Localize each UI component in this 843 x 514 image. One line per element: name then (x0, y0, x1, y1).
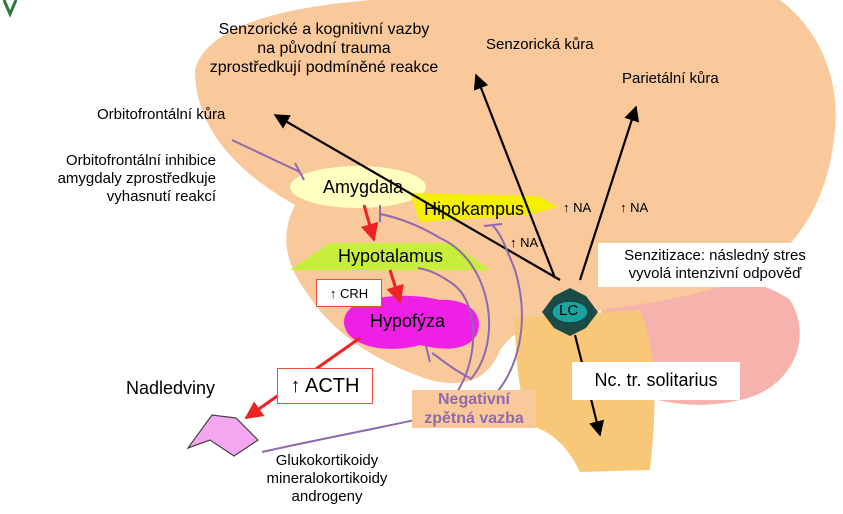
label-hormones: Glukokortikoidy mineralokortikoidy andro… (252, 452, 402, 506)
label-na-lower: ↑ NA (510, 235, 538, 251)
label-orbitofrontal-inhibition: Orbitofrontální inhibice amygdaly zprost… (20, 152, 216, 206)
label-sensory-cortex: Senzorická kůra (486, 36, 594, 54)
label-lc: LC (559, 302, 578, 320)
label-orbitofrontal-cortex: Orbitofrontální kůra (97, 106, 225, 124)
label-amygdala: Amygdala (323, 177, 403, 199)
label-hippocampus: Hipokampus (424, 199, 524, 221)
label-na-parietal: ↑ NA (620, 200, 648, 216)
label-solitarius: Nc. tr. solitarius (594, 370, 717, 392)
label-negative-feedback: Negativní zpětná vazba (412, 390, 536, 428)
label-adrenals: Nadledviny (126, 378, 215, 400)
label-sensitization-1: Senzitizace: následný stres (624, 247, 806, 265)
label-sensory-cognitive: Senzorické a kognitivní vazby na původní… (194, 20, 454, 78)
solitarius-box: Nc. tr. solitarius (572, 362, 740, 400)
label-crh: ↑ CRH (330, 286, 368, 301)
label-parietal-cortex: Parietální kůra (622, 70, 719, 88)
acth-box: ↑ ACTH (277, 368, 373, 404)
crh-box: ↑ CRH (316, 279, 382, 307)
adrenal-shape (188, 415, 258, 456)
label-sensitization-2: vyvolá intenzivní odpověď (624, 265, 806, 283)
label-hypothalamus: Hypotalamus (338, 246, 443, 268)
corner-mark (4, 0, 16, 14)
label-acth: ↑ ACTH (291, 375, 360, 398)
sensitization-box: Senzitizace: následný stres vyvolá inten… (598, 243, 832, 287)
label-na-hippocampus: ↑ NA (563, 200, 591, 216)
label-pituitary: Hypofýza (370, 311, 445, 333)
